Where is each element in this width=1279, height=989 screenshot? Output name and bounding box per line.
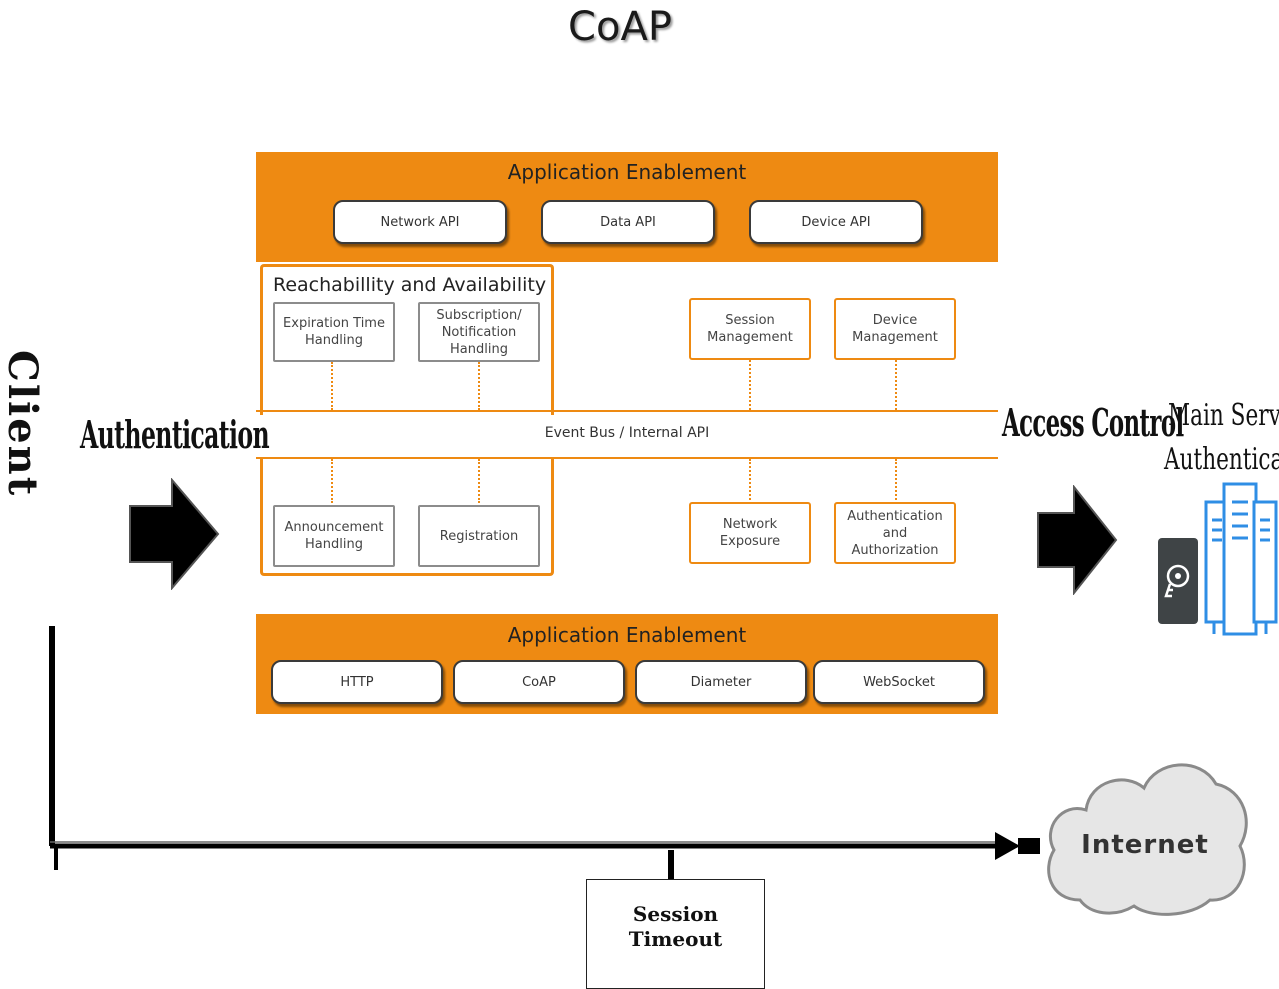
authenticator-label: Authenticator xyxy=(1164,442,1279,477)
connector-auth xyxy=(895,459,897,500)
reachability-group-top xyxy=(260,264,554,415)
event-bus-top-line xyxy=(256,410,998,412)
main-server-label: Main Server xyxy=(1168,398,1279,433)
connector-registration xyxy=(478,459,480,503)
registration-box: Registration xyxy=(418,505,540,567)
event-bus-bottom-line xyxy=(256,457,998,459)
connector-announcement xyxy=(331,459,333,503)
bottom-band-title: Application Enablement xyxy=(507,623,747,647)
arrow-right-icon xyxy=(1037,485,1118,595)
device-management-box: Device Management xyxy=(834,298,956,360)
http-pill: HTTP xyxy=(271,660,443,704)
data-api-pill: Data API xyxy=(541,200,715,244)
device-api-pill: Device API xyxy=(749,200,923,244)
bottom-application-enablement-band: Application Enablement HTTP CoAP Diamete… xyxy=(256,614,998,714)
access-control-label: Access Control xyxy=(1002,400,1184,445)
key-icon xyxy=(1158,538,1198,624)
cloud-icon xyxy=(1047,763,1248,916)
session-management-box: Session Management xyxy=(689,298,811,360)
arrow-right-icon xyxy=(129,478,220,590)
connector-session xyxy=(749,360,751,410)
network-api-pill: Network API xyxy=(333,200,507,244)
network-exposure-box: Network Exposure xyxy=(689,502,811,564)
session-timeout-line2: Timeout xyxy=(628,927,723,951)
coap-pill: CoAP xyxy=(453,660,625,704)
websocket-pill: WebSocket xyxy=(813,660,985,704)
top-band-title: Application Enablement xyxy=(507,160,747,184)
internet-label: Internet xyxy=(1081,830,1209,860)
server-icon xyxy=(1204,482,1278,636)
authentication-label: Authentication xyxy=(80,412,270,457)
connector-expiration xyxy=(331,362,333,410)
reachability-group-bottom xyxy=(260,457,554,576)
diameter-pill: Diameter xyxy=(635,660,807,704)
announcement-handling-box: Announcement Handling xyxy=(273,505,395,567)
subscription-notification-handling-box: Subscription/ Notification Handling xyxy=(418,302,540,362)
connector-subscription xyxy=(478,362,480,410)
authentication-authorization-box: Authentication and Authorization xyxy=(834,502,956,564)
expiration-time-handling-box: Expiration Time Handling xyxy=(273,302,395,362)
event-bus-label: Event Bus / Internal API xyxy=(544,425,710,441)
session-timeout-line1: Session xyxy=(632,902,719,926)
connector-network-exposure xyxy=(749,459,751,500)
top-application-enablement-band: Application Enablement Network API Data … xyxy=(256,152,998,262)
reachability-title: Reachabillity and Availability xyxy=(273,274,547,296)
session-timeout-box: Session Timeout xyxy=(586,879,765,989)
connector-device xyxy=(895,360,897,410)
page-title: CoAP xyxy=(568,4,672,50)
